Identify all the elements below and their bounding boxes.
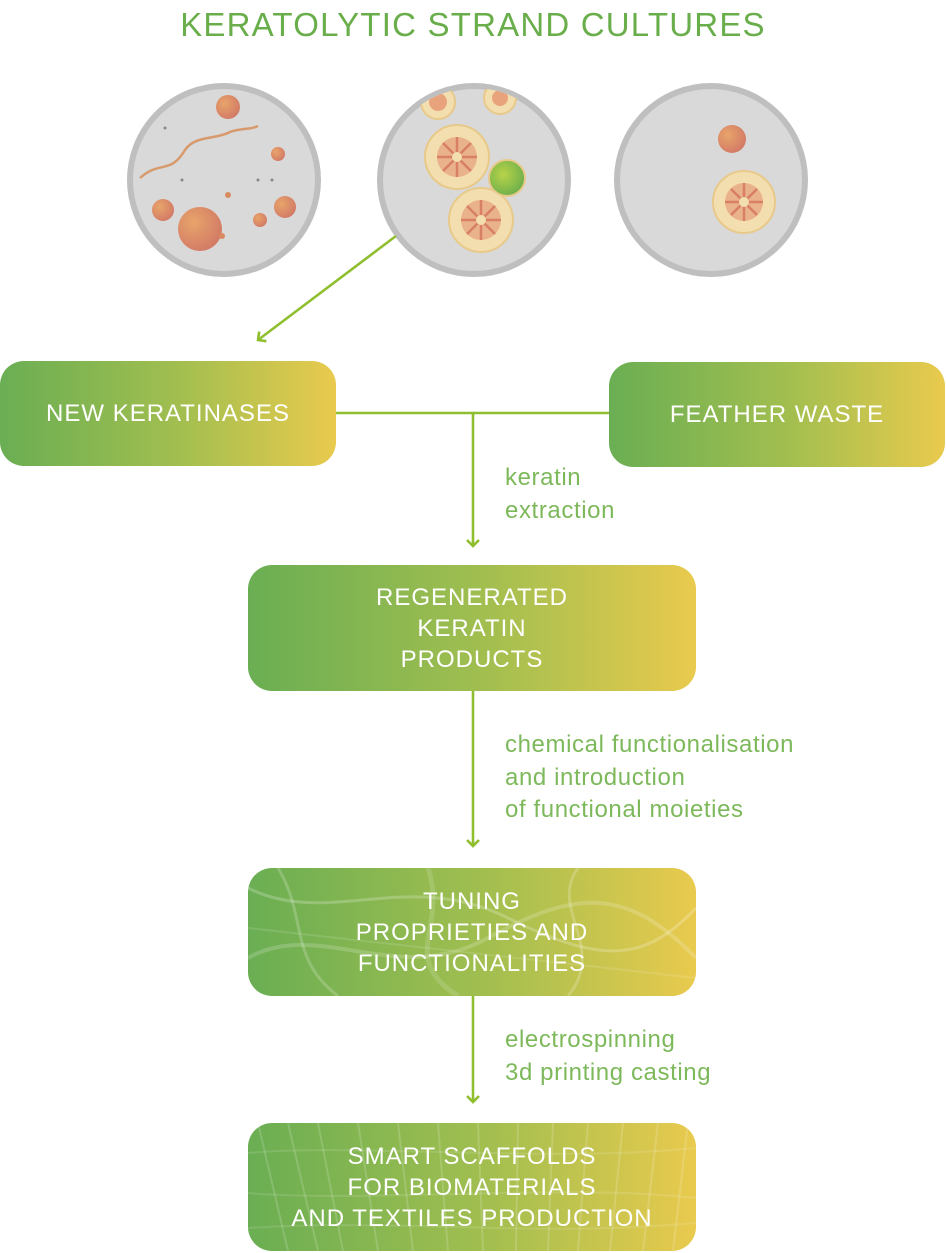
node-new-keratinases: NEW KERATINASES [0,361,336,466]
node-regenerated-keratin-label: REGENERATED KERATIN PRODUCTS [376,583,568,673]
node-tuning-properties-label: TUNING PROPRIETIES AND FUNCTIONALITIES [355,887,589,977]
arrow-dish-to-keratinases [256,234,397,343]
node-feather-waste-label: FEATHER WASTE [669,401,885,428]
node-tuning-properties: TUNING PROPRIETIES AND FUNCTIONALITIES [248,868,696,996]
step-keratin-extraction: keratin extraction [505,464,616,524]
diagram-title: KERATOLYTIC STRAND CULTURES [180,6,766,43]
step-chemical-functionalisation: chemical functionalisation and introduct… [505,731,795,823]
petri-dish-2 [377,83,571,277]
step-electrospinning: electrospinning 3d printing casting [505,1026,712,1086]
fiber-texture [248,868,696,996]
node-smart-scaffolds-label: SMART SCAFFOLDS FOR BIOMATERIALS AND TEX… [291,1142,653,1232]
textile-texture [248,1123,696,1251]
node-regenerated-keratin: REGENERATED KERATIN PRODUCTS [248,565,696,691]
node-new-keratinases-label: NEW KERATINASES [46,400,290,427]
petri-dish-1 [127,83,321,277]
petri-dish-3 [614,83,808,277]
node-feather-waste: FEATHER WASTE [609,362,945,467]
node-smart-scaffolds: SMART SCAFFOLDS FOR BIOMATERIALS AND TEX… [248,1123,696,1251]
